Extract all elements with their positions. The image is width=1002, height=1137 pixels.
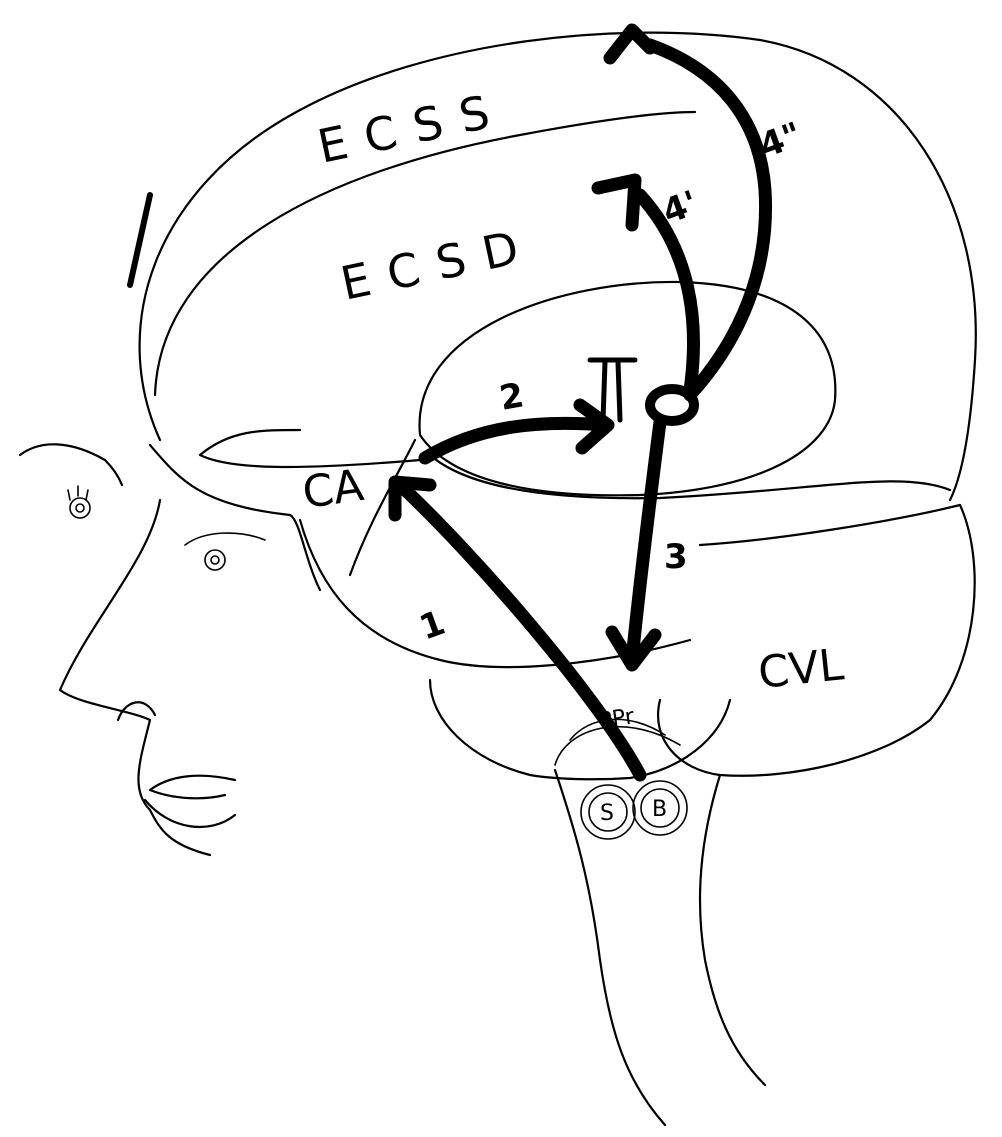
brow xyxy=(20,444,122,485)
label-pathway-1: 1 xyxy=(414,603,450,649)
label-ppr: PPr xyxy=(597,704,636,734)
inner-oval-outer xyxy=(420,282,836,495)
pathway-4a-head xyxy=(598,180,635,225)
spinal-cord-right xyxy=(700,775,765,1085)
label-pathway-3: 3 xyxy=(664,537,688,577)
label-pathway-2: 2 xyxy=(497,375,527,419)
label-nucleus-s: S xyxy=(600,801,614,826)
label-nucleus-b: B xyxy=(652,797,667,822)
eye-2-icon xyxy=(185,533,265,570)
face-profile xyxy=(60,500,210,855)
ecsd-inner-boundary xyxy=(200,430,420,467)
pathway-3-arrow xyxy=(632,422,660,660)
inner-oval-inner xyxy=(430,455,950,498)
label-ca: CA xyxy=(299,460,366,519)
label-cvl: CVL xyxy=(756,639,847,699)
cerebellum-outline xyxy=(658,505,975,776)
frontal-hatch xyxy=(130,195,150,285)
label-ecsd: ECSD xyxy=(336,217,541,311)
nostril xyxy=(118,702,155,720)
eye-1-icon xyxy=(68,486,90,518)
lips xyxy=(145,776,235,827)
